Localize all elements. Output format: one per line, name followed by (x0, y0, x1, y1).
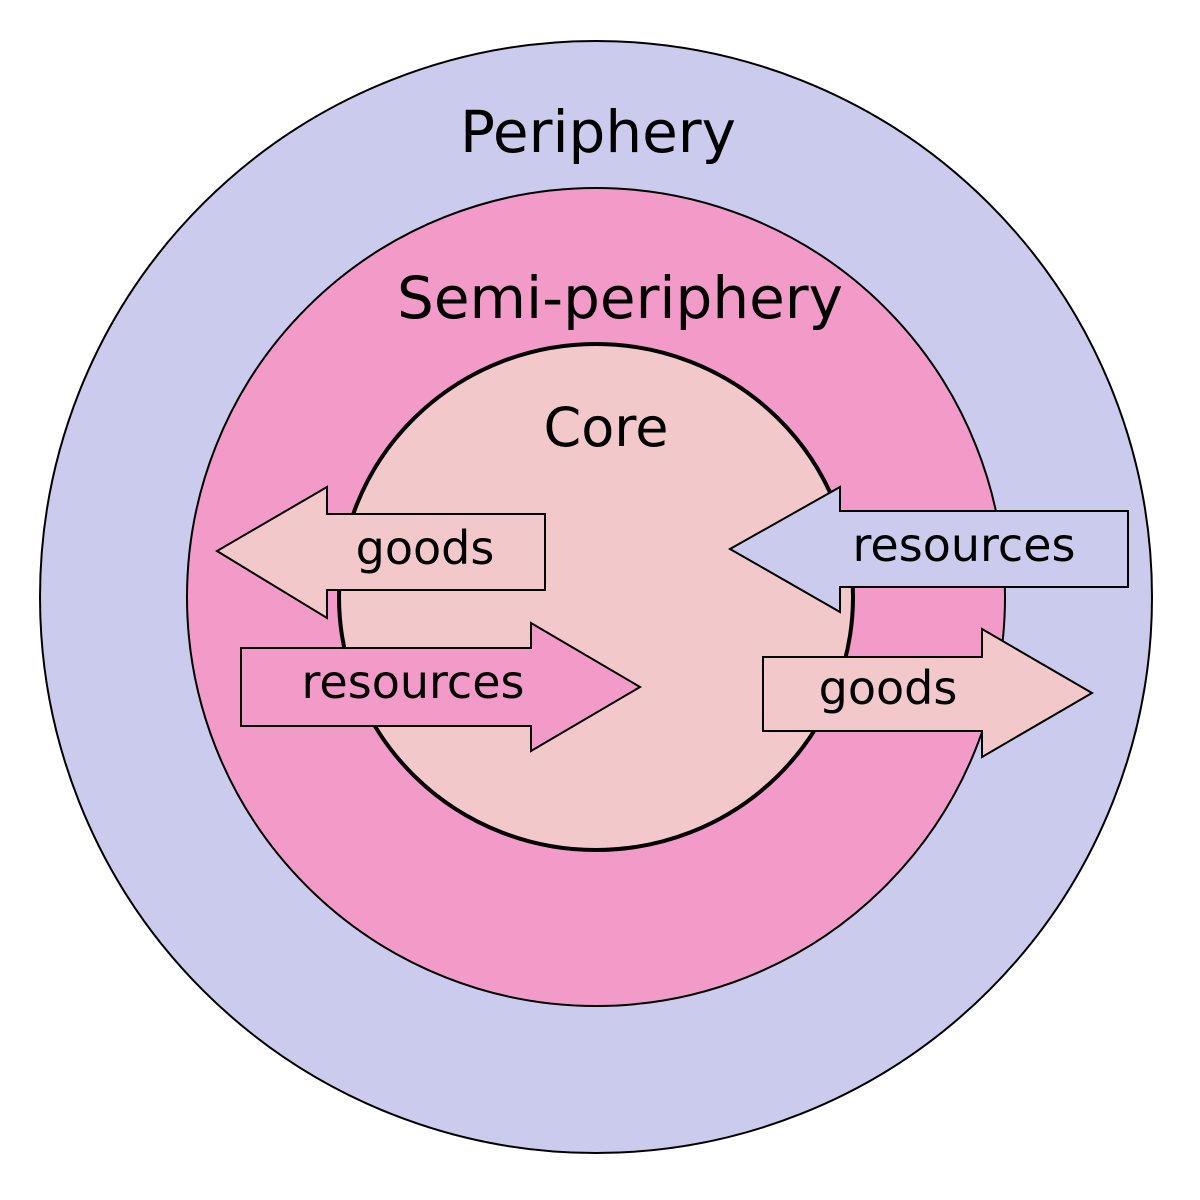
resources-periphery-arrow (727, 485, 1129, 614)
resources-periphery-label: resources (853, 518, 1076, 572)
goods-outward-arrow (215, 485, 546, 620)
resources-inward-arrow (240, 621, 642, 753)
goods-periphery-arrow (762, 627, 1094, 759)
resources-inward-label: resources (302, 655, 525, 709)
goods-outward-label: goods (356, 521, 495, 575)
goods-periphery-label: goods (819, 661, 958, 715)
periphery-label: Periphery (460, 98, 736, 166)
core-label: Core (544, 396, 669, 459)
semi-periphery-label: Semi-periphery (397, 264, 843, 332)
